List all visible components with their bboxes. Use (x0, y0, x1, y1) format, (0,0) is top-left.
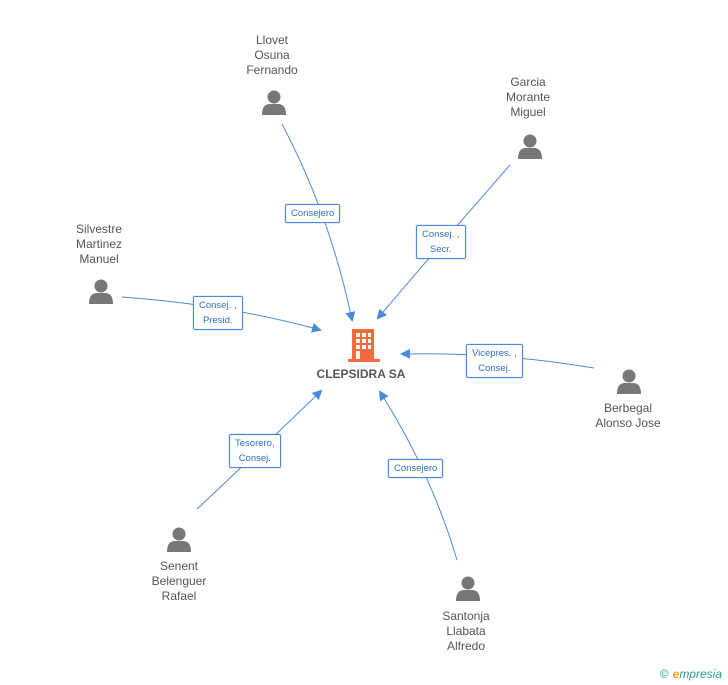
building-icon[interactable] (348, 329, 380, 362)
role-label-llovet: Consejero (285, 204, 341, 223)
person-icon[interactable] (167, 527, 191, 553)
person-icon[interactable] (262, 90, 286, 116)
person-name-senent[interactable]: Senent Belenguer Rafael (151, 559, 207, 603)
role-label-silvestre: Consej. , Presid. (193, 296, 243, 330)
brand-initial: e (672, 667, 680, 681)
role-label-garcia: Consej. , Secr. (416, 225, 466, 259)
role-label-senent: Tesorero, Consej. (229, 434, 281, 468)
person-name-garcia[interactable]: Garcia Morante Miguel (505, 75, 551, 119)
person-icon[interactable] (617, 369, 641, 395)
person-name-silvestre[interactable]: Silvestre Martinez Manuel (75, 222, 122, 266)
person-name-llovet[interactable]: Llovet Osuna Fernando (246, 33, 298, 77)
role-label-santonja: Consejero (388, 459, 444, 478)
role-label-berbegal: Vicepres. , Consej. (466, 344, 523, 378)
person-icon[interactable] (456, 576, 480, 602)
person-name-santonja[interactable]: Santonja Llabata Alfredo (442, 609, 490, 653)
person-icon[interactable] (89, 279, 113, 305)
copyright-icon: © (659, 667, 669, 681)
footer-brand: ©empresia (660, 667, 722, 681)
brand-name: mpresia (679, 667, 722, 681)
person-name-berbegal[interactable]: Berbegal Alonso Jose (595, 401, 661, 430)
company-name[interactable]: CLEPSIDRA SA (316, 367, 406, 381)
person-icon[interactable] (518, 134, 542, 160)
